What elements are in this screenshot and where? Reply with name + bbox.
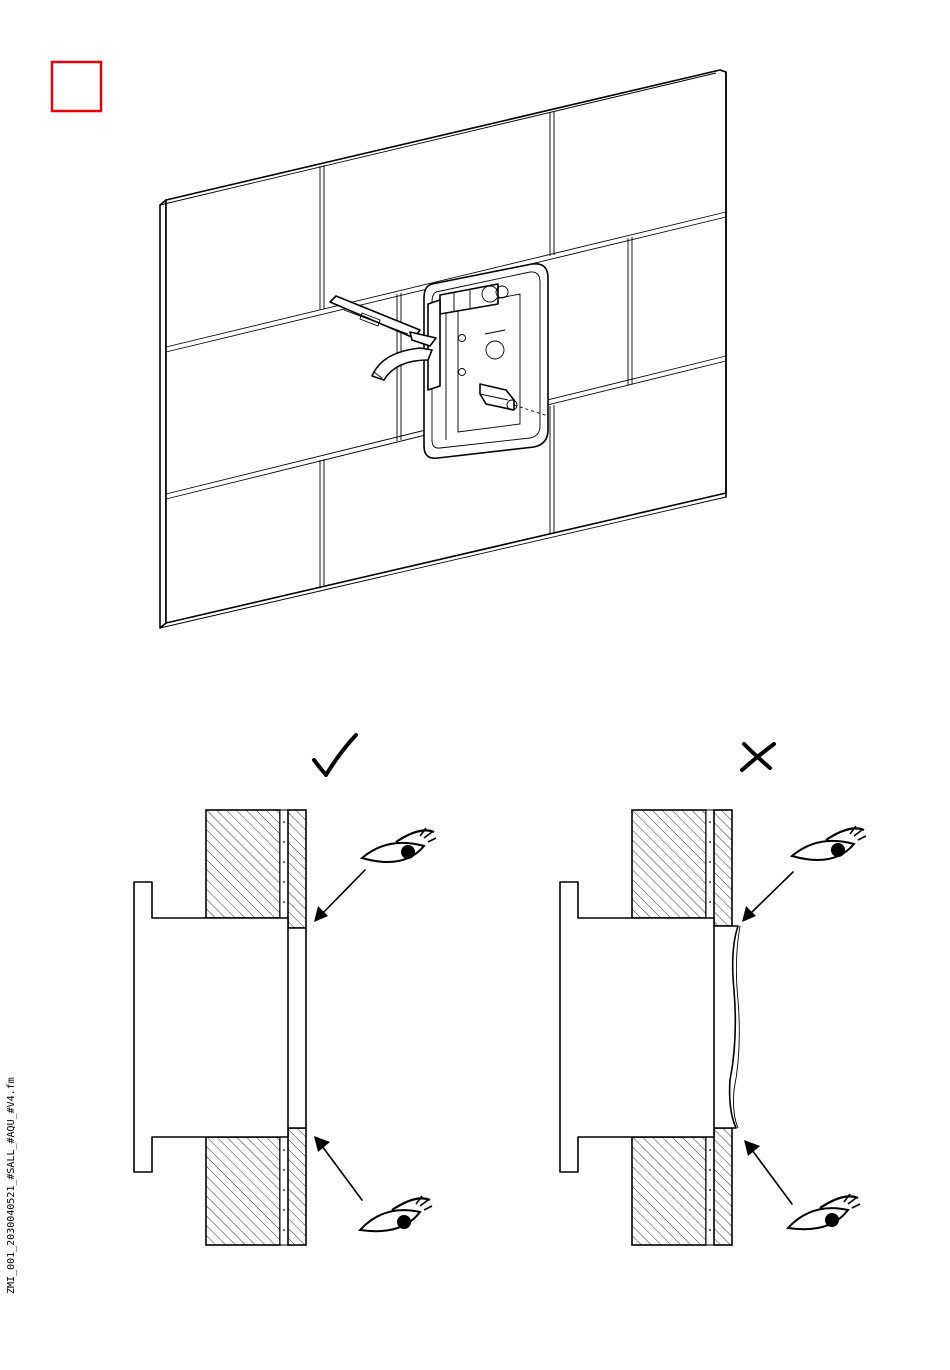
tiled-wall <box>160 70 726 628</box>
check-mark-icon <box>314 735 356 775</box>
correct-panel <box>134 735 436 1245</box>
document-code: ZMI_001_2030040521_#SALL_#AQU_#V4.fm <box>6 1077 17 1294</box>
eye-icon <box>360 1196 432 1231</box>
eye-icon <box>362 828 436 862</box>
step-checkbox[interactable] <box>52 62 101 111</box>
cross-mark-icon <box>742 744 774 770</box>
incorrect-panel <box>560 744 866 1245</box>
eye-icon <box>788 1194 860 1229</box>
eye-icon <box>792 826 866 860</box>
concealed-box <box>424 264 548 458</box>
